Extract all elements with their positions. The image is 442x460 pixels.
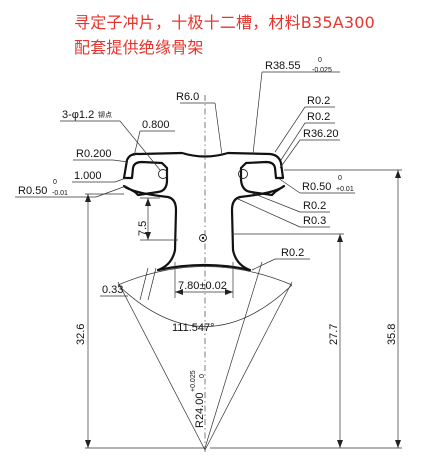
label-d033: 0.33 [102, 284, 123, 296]
label-r050-right: R0.50 [302, 181, 331, 193]
arrowhead [225, 289, 233, 295]
label-r03: R0.3 [303, 215, 326, 227]
d033-ext-b [147, 267, 157, 301]
caption-line-2: 配套提供绝缘骨架 [74, 38, 204, 57]
tooth-profile [122, 151, 286, 272]
arrowhead [395, 170, 401, 178]
label-r0200: R0.200 [76, 148, 111, 160]
label-r3620: R36.20 [303, 128, 338, 140]
holes-leader [119, 120, 161, 171]
r6-leader [214, 102, 223, 156]
arrowhead [85, 194, 91, 202]
label-r24-tol-top: +0.025 [190, 370, 197, 392]
label-r38-tol-top: 0 [318, 57, 322, 64]
label-d358: 35.8 [386, 324, 398, 345]
label-r02-a: R0.2 [307, 95, 330, 107]
angle-ray-left [117, 281, 206, 451]
label-d326: 32.6 [75, 324, 87, 345]
label-holes-note: 铆点 [98, 110, 112, 119]
label-r38: R38.55 [265, 60, 300, 72]
caption-line-1: 寻定子冲片，十极十二槽，材料B35A300 [74, 13, 376, 32]
arrowhead [337, 234, 343, 242]
label-d780: 7.80±0.02 [178, 280, 227, 292]
r3620-leader [279, 139, 301, 169]
label-holes: 3-φ1.2 [62, 109, 94, 121]
rivet-center-dot [201, 236, 205, 240]
arrowhead [395, 440, 401, 448]
label-r050-left-tol-top: 0 [53, 179, 57, 186]
label-r02-b: R0.2 [307, 111, 330, 123]
arrowhead [337, 440, 343, 448]
label-r050-left: R0.50 [18, 185, 47, 197]
bore-arc-upper [117, 266, 293, 286]
label-d277: 27.7 [328, 324, 340, 345]
r050l-leader [95, 185, 127, 198]
label-d75: 7.5 [137, 221, 149, 236]
label-angle: 111.547° [172, 322, 215, 334]
label-r050-right-tol-bot: +0.01 [336, 186, 354, 193]
rivet-hole-center [199, 234, 207, 242]
r38-leader [252, 71, 263, 155]
r0200-leader [112, 159, 129, 163]
caption: 寻定子冲片，十极十二槽，材料B35A300 配套提供绝缘骨架 [74, 10, 375, 60]
r02a-leader [274, 106, 306, 153]
bore-arc-lower [117, 284, 293, 327]
d1000-leader [114, 177, 127, 183]
label-r24: R24.00 [194, 393, 206, 428]
rivet-hole-right [238, 169, 248, 179]
rivet-hole-left [158, 169, 168, 179]
d0800-leader [133, 130, 141, 157]
label-r02-d: R0.2 [281, 247, 304, 259]
label-r6: R6.0 [176, 91, 199, 103]
angle-ray-right [204, 281, 293, 451]
label-r24-tol-bot: 0 [199, 374, 206, 378]
r050r-leader [277, 177, 301, 194]
arrowhead [145, 232, 151, 240]
label-r050-right-tol-top: 0 [338, 175, 342, 182]
r02c-leader [251, 192, 301, 213]
arrowhead [145, 198, 151, 206]
arrowhead [85, 440, 91, 448]
label-d1000: 1.000 [74, 170, 102, 182]
label-r02-c: R0.2 [303, 200, 326, 212]
arrowhead [175, 289, 183, 295]
r02d-leader [251, 258, 276, 271]
r03-leader [237, 198, 301, 228]
r24-leader [204, 261, 263, 449]
r02b-leader [280, 122, 306, 161]
d033-ext-a [139, 267, 149, 301]
label-r050-left-tol-bot: -0.01 [52, 190, 68, 197]
label-d0800: 0.800 [142, 119, 170, 131]
label-r38-tol-bot: -0.025 [312, 67, 332, 74]
